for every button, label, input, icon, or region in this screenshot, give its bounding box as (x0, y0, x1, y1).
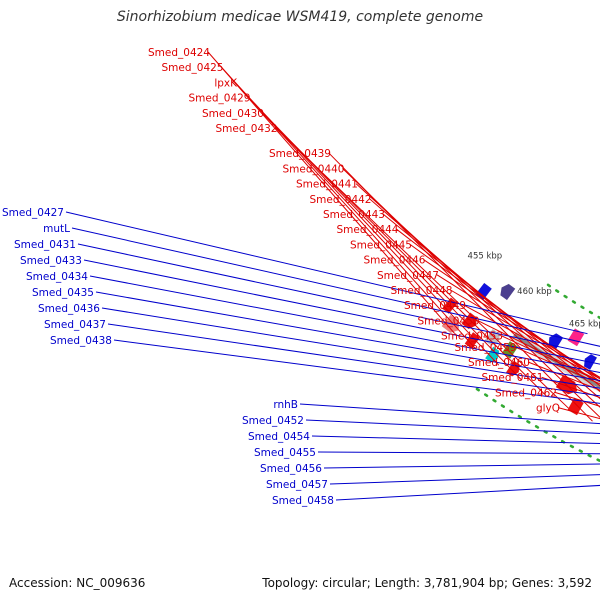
tick-label: 460 kbp (517, 287, 552, 297)
forward-gene-label: Smed_0439 (269, 148, 331, 160)
forward-gene-label: Smed_0429 (189, 93, 251, 105)
reverse-gene-label: Smed_0434 (26, 271, 88, 283)
forward-gene-label: Smed_0430 (202, 108, 264, 120)
reverse-gene-label: Smed_0452 (242, 415, 304, 427)
reverse-gene (567, 328, 585, 347)
summary-footer: Topology: circular; Length: 3,781,904 bp… (262, 576, 592, 590)
reverse-gene-label: rnhB (273, 399, 298, 411)
forward-gene-label: glyQ (536, 403, 560, 415)
reverse-gene-label: Smed_0437 (44, 319, 106, 331)
reverse-leader-line (323, 463, 600, 469)
reverse-leader-line (335, 484, 600, 501)
forward-leader-line (409, 243, 600, 383)
reverse-gene-label: Smed_0454 (248, 431, 310, 443)
reverse-leader-line (95, 291, 600, 381)
genes-value: 3,592 (557, 576, 592, 590)
accession-label: Accession: (9, 576, 73, 590)
forward-gene-label: Smed_0443 (323, 209, 385, 221)
reverse-leader-line (311, 435, 600, 444)
forward-gene-label: Smed_0449 (404, 300, 466, 312)
map-title: Sinorhizobium medicae WSM419, complete g… (116, 9, 484, 25)
tick-label: 465 kbp (569, 319, 600, 329)
reverse-gene-label: Smed_0438 (50, 335, 112, 347)
reverse-leader-line (77, 243, 600, 357)
forward-gene-label: Smed_0444 (337, 224, 399, 236)
topology-label: Topology: (262, 576, 319, 590)
reverse-leader-line (107, 323, 600, 397)
topology-value: circular; (322, 576, 371, 590)
forward-leader-line (541, 376, 600, 399)
reverse-gene-label: Smed_0431 (14, 239, 76, 251)
forward-gene-label: Smed_0447 (377, 270, 439, 282)
reverse-gene-label: mutL (43, 223, 70, 235)
forward-gene (501, 340, 519, 359)
reverse-gene-label: Smed_0457 (266, 479, 328, 491)
reverse-gene-label: Smed_0427 (2, 207, 64, 219)
forward-gene-label: Smed_0460 (468, 357, 530, 369)
reverse-leader-line (299, 403, 600, 425)
forward-gene-label: Smed_0440 (283, 163, 345, 175)
forward-gene-label: Smed_0425 (162, 62, 224, 74)
forward-leader-line (477, 319, 600, 382)
forward-gene-label: Smed_0442 (310, 194, 372, 206)
leader-lines-layer (65, 51, 600, 501)
outer-dotted-ring (475, 387, 600, 463)
reverse-leader-line (317, 451, 600, 455)
reverse-gene-label: Smed_0455 (254, 447, 316, 459)
reverse-gene-label: Smed_0458 (272, 495, 334, 507)
forward-gene-label: Smed_0453 (441, 331, 503, 343)
reverse-leader-line (71, 227, 600, 347)
forward-leader-line (557, 407, 600, 420)
forward-gene-label: Smed_0432 (216, 123, 278, 135)
reverse-leader-line (329, 474, 600, 485)
forward-gene-label: Smed_0459 (455, 342, 517, 354)
forward-gene-label: Smed_0462 (495, 387, 557, 399)
reverse-gene-label: Smed_0433 (20, 255, 82, 267)
forward-gene-label: Smed_0441 (296, 179, 358, 191)
forward-gene-label: lpxK (214, 77, 238, 89)
reverse-leader-line (101, 307, 600, 389)
forward-leader-line (355, 183, 600, 408)
reverse-gene (500, 283, 516, 301)
forward-gene-label: Smed_0446 (364, 255, 426, 267)
accession-value: NC_009636 (76, 576, 146, 590)
forward-leader-line (527, 361, 600, 391)
forward-gene-label: Smed_0450 (418, 315, 480, 327)
accession-footer: Accession: NC_009636 (9, 576, 145, 590)
backbone-layer (511, 330, 600, 393)
reverse-leader-line (89, 275, 600, 373)
length-value: 3,781,904 bp; (423, 576, 509, 590)
reverse-leader-line (65, 211, 588, 335)
reverse-gene-label: Smed_0436 (38, 303, 100, 315)
reverse-leader-line (305, 419, 600, 435)
forward-gene-label: Smed_0461 (482, 372, 544, 384)
reverse-leader-line (113, 339, 600, 404)
tick-label: 455 kbp (468, 252, 503, 262)
reverse-gene-label: Smed_0435 (32, 287, 94, 299)
reverse-gene-label: Smed_0456 (260, 463, 322, 475)
forward-leader-line (275, 127, 569, 409)
forward-gene-label: Smed_0445 (350, 239, 412, 251)
forward-gene-label: Smed_0424 (148, 47, 210, 59)
forward-leader-line (514, 346, 600, 385)
backbone-line (513, 333, 600, 389)
forward-gene-label: Smed_0448 (391, 285, 453, 297)
reverse-leader-line (83, 259, 600, 365)
genes-label: Genes: (511, 576, 554, 590)
length-label: Length: (374, 576, 421, 590)
